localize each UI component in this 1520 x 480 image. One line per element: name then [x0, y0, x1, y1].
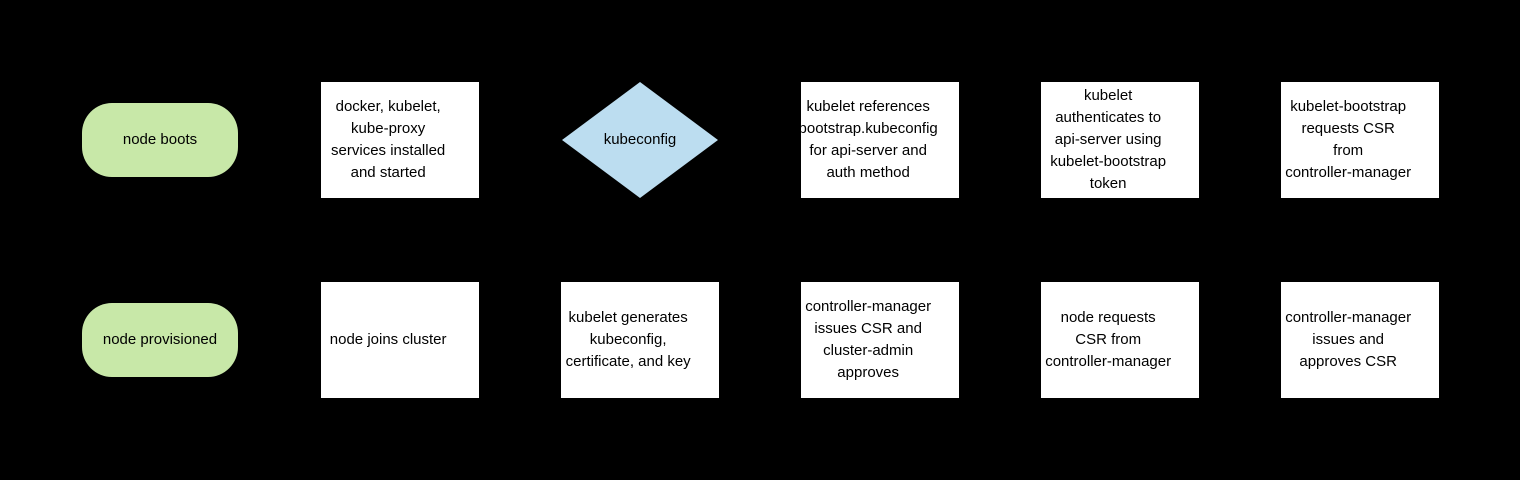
- node-label: kubelet references bootstrap.kubeconfig …: [798, 98, 938, 181]
- diamond-icon: [562, 82, 718, 198]
- node-kubelet-generates-kubeconfig[interactable]: kubelet generates kubeconfig, certificat…: [561, 282, 719, 398]
- node-node-joins-cluster[interactable]: node joins cluster: [321, 282, 479, 398]
- node-kubeconfig-decision[interactable]: kubeconfig: [562, 82, 718, 198]
- node-label: docker, kubelet, kube-proxy services ins…: [331, 98, 446, 181]
- node-label: controller-manager issues and approves C…: [1285, 309, 1412, 370]
- node-label: node provisioned: [102, 331, 218, 348]
- node-node-requests-csr[interactable]: node requests CSR from controller-manage…: [1041, 282, 1199, 398]
- node-label: kubelet authenticates to api-server usin…: [1050, 87, 1167, 192]
- node-label: controller-manager issues CSR and cluste…: [805, 298, 932, 381]
- node-services-installed[interactable]: docker, kubelet, kube-proxy services ins…: [321, 82, 479, 198]
- node-label: node requests CSR from controller-manage…: [1045, 309, 1172, 370]
- node-node-provisioned[interactable]: node provisioned: [82, 303, 238, 377]
- node-controller-manager-approves-csr[interactable]: controller-manager issues and approves C…: [1281, 282, 1439, 398]
- node-label: kubeconfig: [603, 131, 677, 148]
- node-label: kubelet-bootstrap requests CSR from cont…: [1285, 98, 1412, 181]
- node-kubelet-bootstrap-requests-csr[interactable]: kubelet-bootstrap requests CSR from cont…: [1281, 82, 1439, 198]
- node-node-boots[interactable]: node boots: [82, 103, 238, 177]
- node-label: node joins cluster: [329, 331, 447, 348]
- node-label: node boots: [122, 131, 198, 148]
- node-kubelet-references-bootstrap[interactable]: kubelet references bootstrap.kubeconfig …: [799, 82, 959, 198]
- node-controller-manager-issues-csr[interactable]: controller-manager issues CSR and cluste…: [801, 282, 959, 398]
- node-kubelet-authenticates[interactable]: kubelet authenticates to api-server usin…: [1041, 82, 1199, 198]
- node-label: kubelet generates kubeconfig, certificat…: [565, 309, 691, 370]
